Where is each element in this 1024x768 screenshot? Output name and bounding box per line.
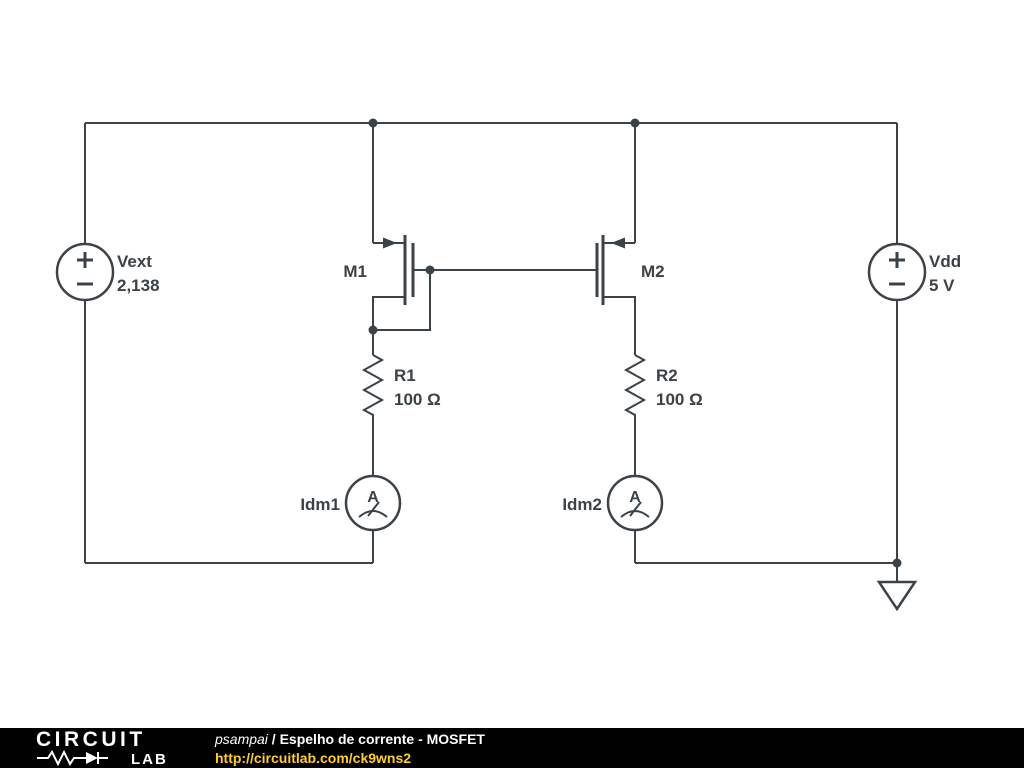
gauge-arc: [358, 510, 388, 518]
junction-dot: [368, 325, 378, 335]
component-value: 100 Ω: [656, 390, 703, 409]
schematic-canvas: Vext 2,138 M1 M2 R1 100 Ω: [55, 118, 961, 612]
junction-dots: [368, 118, 902, 568]
ground-triangle-icon: [876, 580, 918, 612]
source-circle: [867, 242, 927, 302]
gauge-needle: [367, 501, 380, 517]
wire: [373, 270, 431, 331]
meter-circle: [344, 474, 402, 532]
component-value: 2,138: [117, 276, 160, 295]
source-lead: [372, 296, 405, 355]
mosfet-arrow-icon: [611, 237, 625, 249]
resistor-r1: R1 100 Ω: [361, 354, 441, 425]
ammeter-symbol: A: [367, 489, 379, 506]
logo-text-circuit: CIRCUIT: [36, 729, 146, 751]
footer-text: psampai / Espelho de corrente - MOSFET h…: [215, 730, 485, 768]
logo-diode-icon: [86, 752, 98, 764]
junction-dot: [630, 118, 640, 128]
component-value: 100 Ω: [394, 390, 441, 409]
gauge-needle: [629, 501, 642, 517]
meter-circle: [606, 474, 664, 532]
ammeter-idm1: A Idm1: [300, 474, 402, 532]
component-label: R1: [394, 366, 416, 385]
footer-separator: /: [267, 731, 280, 747]
ground-symbol: [876, 563, 918, 612]
component-label: Vext: [117, 252, 152, 271]
logo-wire-zigzag-icon: [37, 749, 86, 767]
source-lead: [603, 296, 636, 355]
footer-title-line: psampai / Espelho de corrente - MOSFET: [215, 730, 485, 749]
footer-author: psampai: [215, 731, 268, 747]
component-label: Vdd: [929, 252, 961, 271]
resistor-zigzag: [361, 354, 385, 425]
mosfet-arrow-icon: [383, 237, 397, 249]
wires: [84, 122, 898, 564]
mosfet-m1: M1: [343, 235, 415, 355]
component-label: M2: [641, 262, 665, 281]
logo-diode-bar-icon: [97, 752, 108, 764]
circuitlab-logo: CIRCUIT LAB: [36, 729, 168, 767]
voltage-source-vdd: Vdd 5 V: [867, 242, 961, 302]
mosfet-m2: M2: [595, 235, 665, 355]
footer-bar: CIRCUIT LAB psampai / Espelho de corrent…: [0, 728, 1024, 768]
junction-dot: [368, 118, 378, 128]
voltage-source-vext: Vext 2,138: [55, 242, 160, 302]
gauge-arc: [620, 510, 650, 518]
component-label: Idm1: [300, 495, 340, 514]
logo-text-lab: LAB: [131, 751, 168, 767]
component-value: 5 V: [929, 276, 955, 295]
component-label: R2: [656, 366, 678, 385]
plus-icon: [77, 252, 93, 268]
component-label: Idm2: [562, 495, 602, 514]
resistor-r2: R2 100 Ω: [623, 354, 703, 425]
footer-url-link[interactable]: http://circuitlab.com/ck9wns2: [215, 750, 412, 766]
plus-icon: [889, 252, 905, 268]
resistor-zigzag: [623, 354, 647, 425]
junction-dot: [425, 265, 435, 275]
ammeter-symbol: A: [629, 489, 641, 506]
ammeter-idm2: A Idm2: [562, 474, 664, 532]
footer-circuit-title: Espelho de corrente - MOSFET: [279, 731, 485, 747]
component-label: M1: [343, 262, 367, 281]
source-circle: [55, 242, 115, 302]
junction-dot: [892, 558, 902, 568]
